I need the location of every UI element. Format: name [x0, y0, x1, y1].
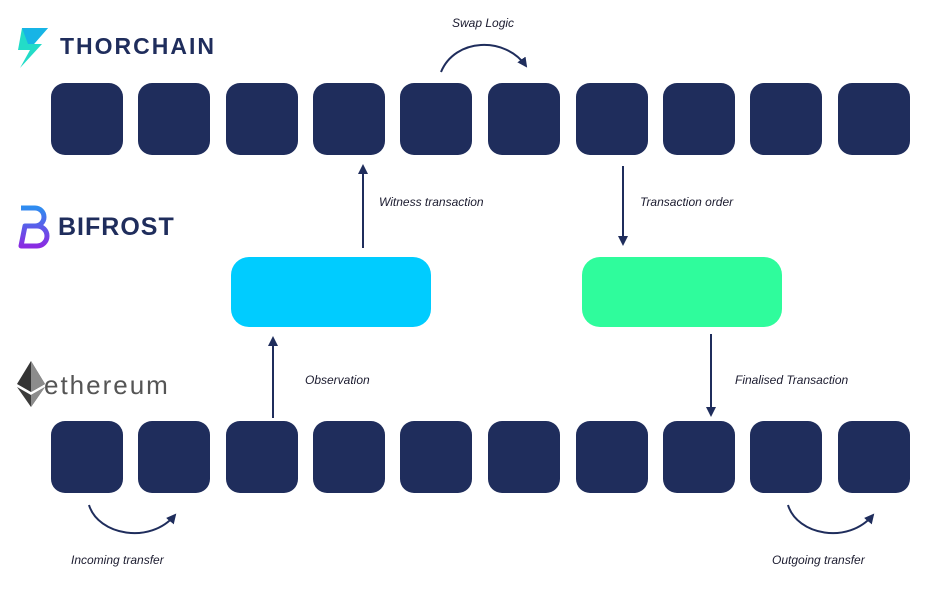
ethereum-block — [313, 421, 385, 493]
thorchain-block — [226, 83, 298, 155]
ethereum-block — [400, 421, 472, 493]
thorchain-block — [663, 83, 735, 155]
observation-label: Observation — [305, 373, 370, 387]
thorchain-block — [51, 83, 123, 155]
ethereum-block — [51, 421, 123, 493]
thorchain-block — [576, 83, 648, 155]
thorchain-block — [400, 83, 472, 155]
ethereum-block — [576, 421, 648, 493]
ethereum-diamond-icon — [17, 361, 45, 407]
bifrost-b-icon — [18, 205, 50, 249]
outgoing-transfer-arrow — [787, 504, 875, 535]
ethereum-block — [838, 421, 910, 493]
outgoing-transfer-label: Outgoing transfer — [772, 553, 865, 567]
witness-transaction-label: Witness transaction — [379, 195, 484, 209]
thorchain-block — [488, 83, 560, 155]
bifrost-signer-box — [582, 257, 782, 327]
thorchain-lightning-icon — [18, 28, 48, 68]
ethereum-block — [488, 421, 560, 493]
finalised-transaction-label: Finalised Transaction — [735, 373, 849, 387]
ethereum-block — [750, 421, 822, 493]
incoming-transfer-arrow — [88, 504, 177, 535]
swap-logic-arrow — [440, 44, 528, 73]
thorchain-block — [138, 83, 210, 155]
incoming-transfer-label: Incoming transfer — [71, 553, 164, 567]
swap-logic-label: Swap Logic — [452, 16, 515, 30]
ethereum-block — [226, 421, 298, 493]
bifrost-wordmark: BIFROST — [58, 213, 175, 241]
thorchain-block — [750, 83, 822, 155]
thorchain-block — [838, 83, 910, 155]
ethereum-wordmark: ethereum — [44, 370, 170, 400]
ethereum-block — [138, 421, 210, 493]
transaction-order-label: Transaction order — [640, 195, 734, 209]
thorchain-block — [313, 83, 385, 155]
thorchain-wordmark: THORCHAIN — [60, 33, 216, 59]
ethereum-block — [663, 421, 735, 493]
bifrost-observer-box — [231, 257, 431, 327]
